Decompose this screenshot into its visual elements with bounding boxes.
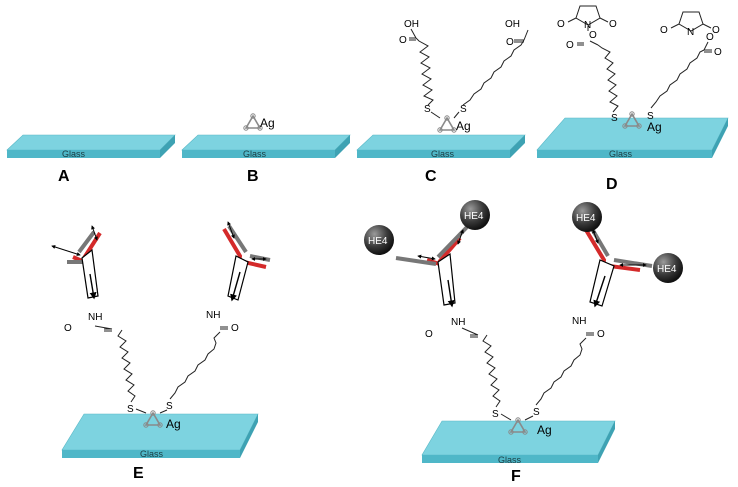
panel-b: Ag Glass B — [181, 113, 351, 185]
ester-bond — [589, 40, 599, 46]
he4-antigen: HE4 — [364, 225, 394, 255]
alkyl-chain-left — [597, 44, 619, 113]
panel-label-f: F — [511, 468, 521, 485]
he4-antigen: HE4 — [572, 202, 602, 232]
ester-bond — [703, 41, 709, 51]
panel-c: Ag S O OH S O OH Glass C — [356, 19, 529, 185]
panel-a: Glass A — [6, 134, 176, 185]
sulfur-label: S — [492, 409, 499, 420]
panel-label-e: E — [133, 465, 144, 482]
imide-oxygen-label: O — [609, 19, 617, 30]
amide-oxygen-label: O — [231, 323, 239, 334]
silver-cluster — [143, 410, 163, 428]
he4-antigen: HE4 — [460, 200, 490, 230]
amide-nh-label: NH — [88, 312, 102, 323]
glass-label: Glass — [62, 149, 86, 159]
sulfur-label: S — [424, 104, 431, 115]
silver-label: Ag — [647, 120, 662, 134]
alkyl-chain-right — [650, 49, 705, 109]
amide-oxygen-label: O — [64, 323, 72, 334]
sulfur-bond — [524, 415, 534, 421]
antibody-left — [395, 224, 470, 308]
imide-oxygen-label: O — [660, 25, 668, 36]
sulfur-bond — [453, 111, 460, 119]
glass-label: Glass — [140, 449, 164, 459]
panel-label-a: A — [58, 168, 70, 185]
amide-nh-label: NH — [572, 316, 586, 327]
imide-oxygen-label: O — [712, 25, 720, 36]
amide-oxygen-label: O — [425, 329, 433, 340]
silver-label: Ag — [260, 116, 275, 130]
glass-slide — [61, 413, 259, 458]
silver-cluster — [508, 417, 528, 435]
glass-label: Glass — [243, 149, 267, 159]
amide-bond — [461, 327, 479, 336]
carbonyl-oxygen-label: O — [506, 37, 514, 48]
silver-label: Ag — [456, 119, 471, 133]
alkyl-chain-right — [462, 39, 525, 106]
glass-label: Glass — [609, 149, 633, 159]
sulfur-bond — [430, 111, 441, 119]
silver-cluster — [437, 115, 457, 133]
silver-label: Ag — [166, 417, 181, 431]
hydroxyl-label: OH — [404, 19, 419, 30]
alkyl-chain-left — [117, 329, 136, 403]
amide-bond — [94, 325, 113, 330]
panel-label-d: D — [606, 176, 618, 193]
silver-label: Ag — [537, 423, 552, 437]
carbonyl-oxygen-label: O — [566, 40, 574, 51]
glass-label: Glass — [431, 149, 455, 159]
silver-cluster — [243, 113, 263, 131]
panel-label-c: C — [425, 168, 437, 185]
sulfur-bond — [159, 409, 168, 414]
glass-slide — [356, 134, 526, 158]
amide-nh-label: NH — [206, 310, 220, 321]
alkyl-chain-right — [535, 337, 587, 406]
sulfur-label: S — [127, 404, 134, 415]
nhs-ring-left — [567, 5, 609, 26]
glass-slide — [536, 117, 729, 158]
imide-oxygen-label: O — [557, 19, 565, 30]
he4-label: HE4 — [657, 264, 677, 275]
carbonyl-oxygen-label: O — [714, 47, 722, 58]
panel-label-b: B — [247, 168, 259, 185]
he4-antigen: HE4 — [653, 253, 683, 283]
glass-slide — [181, 134, 351, 158]
glass-slide — [6, 134, 176, 158]
carbonyl-oxygen-label: O — [399, 35, 407, 46]
alkyl-chain-left — [415, 37, 434, 106]
silver-cluster — [622, 111, 642, 129]
panel-d: Ag S O O N O O S O O N O O Glas — [536, 5, 729, 193]
ester-oxygen-label: O — [706, 32, 714, 43]
antibody-right — [584, 220, 653, 308]
hydroxyl-label: OH — [505, 19, 520, 30]
amide-nh-label: NH — [451, 317, 465, 328]
he4-label: HE4 — [368, 236, 388, 247]
antibody-left — [51, 225, 102, 300]
ester-oxygen-label: O — [589, 30, 597, 41]
panel-e: Ag S S O NH O NH — [51, 221, 271, 482]
sulfur-label: S — [533, 407, 540, 418]
alkyl-chain-left — [482, 334, 501, 408]
panel-f: Glass Ag S S O NH O NH — [364, 200, 683, 485]
nhs-ring-right — [670, 11, 712, 32]
sulfur-bond — [135, 408, 147, 414]
glass-label: Glass — [498, 455, 522, 465]
he4-label: HE4 — [464, 211, 484, 222]
sulfur-bond — [500, 413, 512, 421]
amide-oxygen-label: O — [597, 329, 605, 340]
carboxyl-oh-bond — [410, 28, 417, 39]
alkyl-chain-right — [169, 331, 221, 400]
he4-label: HE4 — [576, 213, 596, 224]
glass-slide — [421, 420, 616, 463]
sulfur-label: S — [166, 401, 173, 412]
carboxyl-oh-bond — [523, 29, 529, 41]
antibody-right — [222, 221, 271, 302]
sulfur-label: S — [611, 113, 618, 124]
sulfur-label: S — [460, 104, 467, 115]
nitrogen-label: N — [687, 27, 694, 38]
nitrogen-label: N — [584, 20, 591, 31]
sulfur-label: S — [647, 111, 654, 122]
